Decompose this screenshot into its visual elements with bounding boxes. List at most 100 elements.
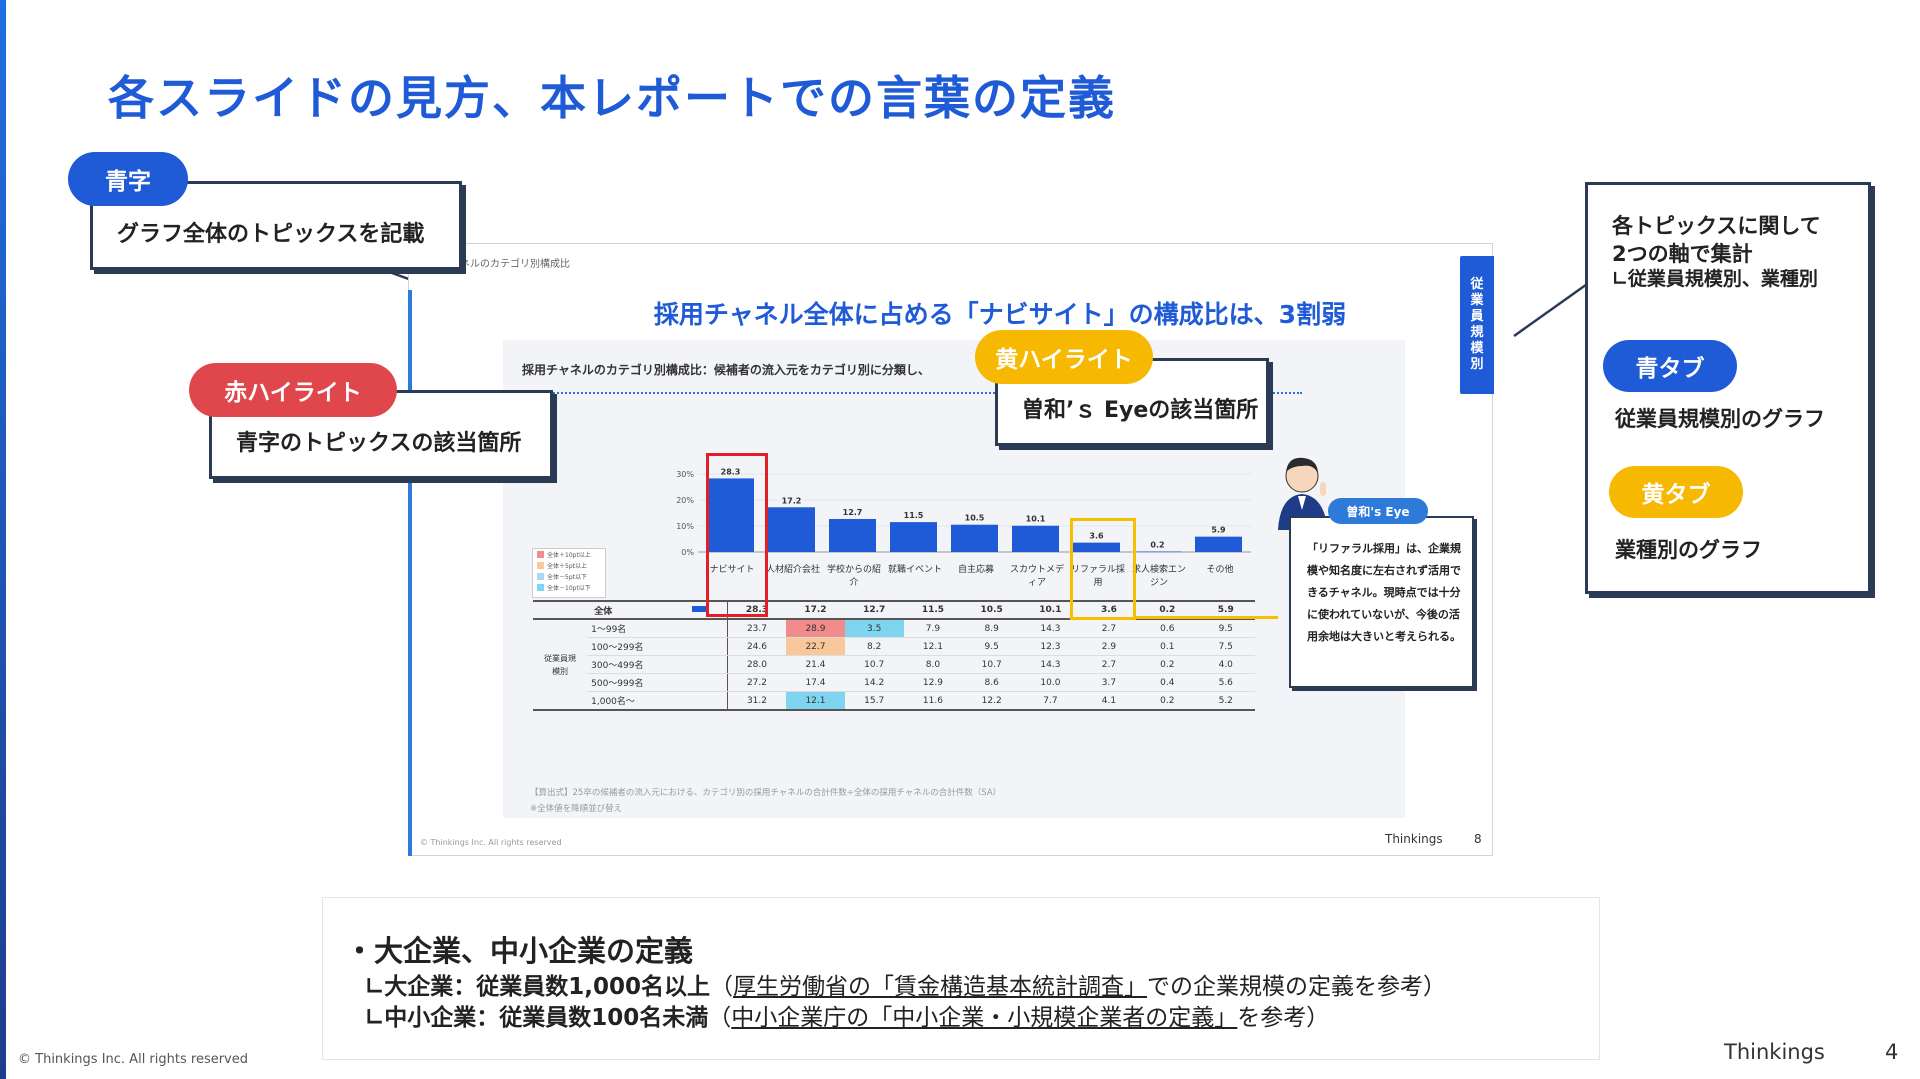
legend-label: 全体＋5pt以上 [547,563,587,570]
legend-swatch [537,573,544,580]
table-cell: 0.2 [1138,691,1197,711]
sort-note: ※全体値を降順並び替え [530,804,623,814]
table-cell: 12.9 [903,673,963,692]
total-cell: 10.1 [1021,600,1080,620]
sme-note: を参考） [1237,1005,1330,1031]
large-enterprise-source-link[interactable]: 厚生労働省の「賃金構造基本統計調査」 [733,974,1148,1000]
yellow-tab-desc: 業種別のグラフ [1615,538,1762,562]
group-label: 従業員規模別 [533,619,588,711]
info-line-2: 2つの軸で集計 [1612,242,1753,266]
sme-label: ∟中小企業：従業員数100名未満 [365,1005,709,1031]
total-cell: 10.5 [962,600,1022,620]
y-tick-label: 30% [676,470,694,479]
bar [1195,536,1242,552]
definitions-title: ・大企業、中小企業の定義 [345,934,694,968]
category-label: ナビサイト [709,565,755,575]
category-label: 自主応募 [957,565,994,575]
tag-yellow-highlight: 黄ハイライト [975,330,1153,384]
table-cell: 7.7 [1021,691,1080,711]
slide-accent-bar [408,290,412,856]
table-cell: 9.5 [1196,619,1255,638]
table-cell: 10.0 [1021,673,1080,692]
bar-data-label: 12.7 [843,508,863,517]
table-cell: 0.1 [1138,637,1197,656]
table-cell: 10.7 [844,655,904,674]
definition-sme: ∟中小企業：従業員数100名未満（中小企業庁の「中小企業・小規模企業者の定義」を… [365,998,1329,1032]
sme-source-link[interactable]: 中小企業庁の「中小企業・小規模企業者の定義」 [731,1005,1238,1031]
category-label: 求人検索エンジン [1131,565,1186,588]
table-cell: 3.5 [844,619,904,638]
table-cell: 8.9 [962,619,1022,638]
table-cell: 14.2 [844,673,904,692]
definition-large-enterprise: ∟大企業：従業員数1,000名以上（厚生労働省の「賃金構造基本統計調査」での企業… [365,967,1446,1001]
table-cell: 8.0 [903,655,963,674]
tag-red-highlight: 赤ハイライト [189,363,397,417]
row-label: 300～499名 [587,655,728,674]
table-cell: 12.1 [786,691,845,711]
bar [768,507,815,552]
chart-panel-title: 採用チャネルのカテゴリ別構成比：候補者の流入元をカテゴリ別に分類し、 [522,363,930,377]
tag-blue-text: 青字 [68,152,188,206]
table-cell: 9.5 [962,637,1022,656]
yellow-highlight-line [1136,616,1278,619]
bar-data-label: 5.9 [1211,526,1226,535]
large-enterprise-paren: （ [710,974,734,1000]
y-tick-label: 20% [676,496,694,505]
legend-entry: 全体－10pt以下 [533,582,605,593]
legend-entry: 全体＋5pt以上 [533,560,605,571]
category-label: リファラル採用 [1070,565,1125,588]
legend-swatch [537,562,544,569]
table-cell: 27.2 [726,673,787,692]
chart-panel-rule [522,392,1302,394]
table-cell: 14.3 [1021,655,1080,674]
legend-entry: 全体－5pt以下 [533,571,605,582]
vertical-tab-employee-size[interactable]: 従業員規模別 [1460,256,1494,394]
category-label: 人材紹介会社 [765,565,820,575]
table-cell: 8.2 [844,637,904,656]
bar-data-label: 17.2 [782,496,802,505]
table-cell: 21.4 [786,655,845,674]
calculation-note: 【算出式】25卒の候補者の流入元における、カテゴリ別の採用チャネルの合計件数÷全… [530,788,1002,798]
table-cell: 4.0 [1196,655,1255,674]
table-cell: 17.4 [786,673,845,692]
legend-label: 全体＋10pt以上 [547,552,591,559]
table-cell: 7.9 [903,619,963,638]
table-cell: 31.2 [726,691,787,711]
footer-brand: Thinkings [1724,1040,1825,1064]
vertical-tab-char: 業 [1470,293,1484,308]
table-cell: 28.9 [786,619,845,638]
slide-footer-brand: Thinkings [1385,832,1443,846]
table-cell: 3.7 [1079,673,1139,692]
row-label: 1～99名 [587,619,728,638]
bar [707,478,754,552]
total-cell: 12.7 [844,600,904,620]
footer-page-number: 4 [1885,1040,1899,1064]
table-cell: 11.6 [903,691,963,711]
table-cell: 4.1 [1079,691,1139,711]
left-accent-bar [0,0,6,1079]
legend-swatch [537,584,544,591]
sme-paren: （ [708,1005,732,1031]
row-label: 1,000名～ [587,691,728,711]
blue-tab-desc: 従業員規模別のグラフ [1615,407,1825,431]
table-cell: 12.2 [962,691,1022,711]
total-label: 全体 [533,600,674,620]
info-line-3: ∟従業員規模別、業種別 [1612,268,1818,290]
large-enterprise-note: での企業規模の定義を参考） [1147,974,1447,1000]
bar [1134,551,1181,553]
table-cell: 12.3 [1021,637,1080,656]
vertical-tab-char: 員 [1470,309,1484,324]
bar [951,524,998,552]
total-cell: 11.5 [903,600,963,620]
legend-swatch [537,551,544,558]
table-cell: 2.7 [1079,619,1139,638]
info-line-1: 各トピックスに関して [1612,214,1821,238]
blue-tab-label: 青タブ [1603,340,1737,392]
definitions-box [322,897,1600,1060]
bar-data-label: 11.5 [904,511,924,520]
